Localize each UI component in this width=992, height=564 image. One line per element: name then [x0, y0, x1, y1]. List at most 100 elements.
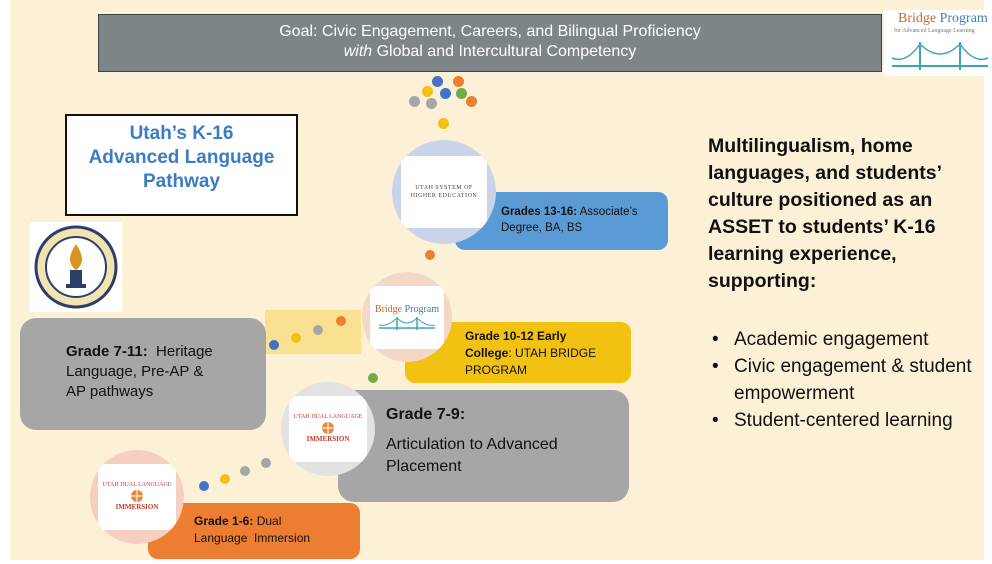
path-dot: [336, 316, 346, 326]
dual-immersion-logo-circle-2: UTAH DUAL LANGUAGE IMMERSION: [281, 382, 375, 476]
globe-icon: [130, 489, 143, 502]
grade-7-9-box: Grade 7-9: Articulation to Advanced Plac…: [338, 390, 629, 502]
higher-education-logo-line-2: HIGHER EDUCATION: [410, 192, 478, 199]
asset-heading-line: learning experience,: [708, 243, 897, 265]
pathway-title-box: Utah’s K-16 Advanced Language Pathway: [65, 114, 298, 216]
dual-immersion-logo-2: UTAH DUAL LANGUAGE IMMERSION: [289, 396, 367, 462]
grade-7-11-text-1: Heritage: [147, 343, 213, 360]
grade-1-6-text-1: Dual: [253, 514, 282, 528]
path-dot: [291, 333, 301, 343]
asset-heading-line: culture positioned as an: [708, 189, 933, 211]
goal-line-2-em: with: [343, 43, 373, 60]
path-dot: [199, 481, 209, 491]
grade-1-6-line-2: Language Immersion: [194, 531, 311, 545]
path-dot: [466, 96, 477, 107]
goal-line-2-rest: Global and Intercultural Competency: [372, 43, 637, 60]
path-dot: [422, 86, 433, 97]
grade-1-6-line-1: Grade 1-6: Dual: [194, 513, 360, 530]
path-dot: [240, 466, 250, 476]
path-dot: [261, 458, 271, 468]
spacer: [386, 426, 629, 434]
bullet: •: [712, 410, 719, 431]
asset-heading-line: Multilingualism, home: [708, 135, 913, 157]
grade-13-16-line-1: Grades 13-16: Associate’s: [501, 204, 668, 220]
goal-banner: Goal: Civic Engagement, Careers, and Bil…: [98, 14, 882, 72]
bridge-word-small: Bridge: [374, 303, 403, 315]
bridge-icon: [378, 316, 435, 330]
grade-13-16-line-2: Degree, BA, BS: [501, 222, 583, 234]
asset-heading-line: ASSET to students’ K-16: [708, 216, 936, 238]
higher-education-logo-line-1: UTAH SYSTEM OF: [415, 184, 473, 191]
path-dot: [426, 98, 437, 109]
dual-immersion-logo-2-line-2: IMMERSION: [306, 434, 350, 443]
bridge-program-logo-title: Bridge Program: [898, 11, 988, 27]
asset-heading-line: languages, and students’: [708, 162, 943, 184]
grade-10-12-label: Grade 10-12 Early: [465, 329, 567, 343]
bullet: •: [712, 356, 719, 377]
higher-education-logo-circle: UTAH SYSTEM OF HIGHER EDUCATION: [392, 140, 496, 244]
path-dot: [432, 76, 443, 87]
goal-line-1: Goal: Civic Engagement, Careers, and Bil…: [279, 23, 701, 40]
grade-7-9-line-3: Placement: [386, 458, 462, 475]
grade-10-12-line-2: College: UTAH BRIDGE: [465, 345, 631, 362]
slide: Goal: Civic Engagement, Careers, and Bil…: [10, 0, 992, 560]
bridge-program-logo-subtitle: for Advanced Language Learning: [894, 28, 975, 34]
path-dot: [453, 76, 464, 87]
grade-7-11-line-1: Grade 7-11: Heritage: [66, 342, 266, 362]
title-line-2: Advanced Language: [88, 147, 275, 168]
grade-13-16-label: Grades 13-16:: [501, 206, 578, 218]
bridge-program-small-title: Bridge Program: [375, 304, 439, 315]
grade-7-11-box: Grade 7-11: Heritage Language, Pre-AP & …: [20, 318, 266, 430]
bullet: •: [712, 329, 719, 350]
path-dot: [438, 118, 449, 129]
bridge-program-small-logo: Bridge Program: [370, 285, 444, 349]
path-dot: [368, 373, 378, 383]
path-dot: [440, 88, 451, 99]
globe-icon: [321, 421, 334, 434]
grade-10-12-college: College: [465, 346, 509, 360]
grade-7-9-line-2: Articulation to Advanced: [386, 436, 558, 453]
program-word: Program: [936, 11, 988, 26]
goal-line-2: with Global and Intercultural Competency: [99, 42, 881, 62]
utah-state-board-seal-icon: [34, 225, 118, 309]
asset-heading-line: supporting:: [708, 270, 817, 292]
grade-7-9-line-1: Grade 7-9:: [386, 404, 629, 426]
supporting-list: • Academic engagement • Civic engagement &…: [708, 326, 988, 434]
path-dot: [220, 474, 230, 484]
dual-immersion-logo-2-line-1: UTAH DUAL LANGUAGE: [293, 413, 363, 420]
grade-1-6-box: Grade 1-6: Dual Language Immersion: [148, 503, 360, 559]
grade-1-6-label: Grade 1-6:: [194, 514, 254, 528]
grade-13-16-text-1: Associate’s: [577, 206, 638, 218]
utah-state-board-seal: [30, 222, 122, 312]
title-line-1: Utah’s K-16: [129, 123, 234, 144]
list-item: • Student-centered learning: [708, 407, 988, 434]
list-item: • Academic engagement: [708, 326, 988, 353]
grade-7-11-line-3: AP pathways: [66, 383, 154, 400]
path-dot: [269, 340, 279, 350]
bridge-program-logo-circle: Bridge Program: [362, 272, 452, 362]
list-item-text: Student-centered learning: [734, 410, 953, 431]
path-dot: [409, 96, 420, 107]
list-item-text: Academic engagement: [734, 329, 929, 350]
grade-10-12-line-3: PROGRAM: [465, 363, 528, 377]
asset-heading: Multilingualism, home languages, and stu…: [708, 133, 988, 295]
bridge-word: Bridge: [898, 11, 937, 26]
higher-education-logo: UTAH SYSTEM OF HIGHER EDUCATION: [401, 155, 487, 229]
grade-7-11-line-2: Language, Pre-AP &: [66, 363, 204, 380]
list-item-text: Civic engagement & student empowerment: [734, 356, 972, 404]
dual-immersion-logo-1-line-2: IMMERSION: [115, 502, 159, 511]
dual-immersion-logo-circle-1: UTAH DUAL LANGUAGE IMMERSION: [90, 450, 184, 544]
bridge-icon: [891, 42, 989, 70]
grade-10-12-line-1: Grade 10-12 Early: [465, 328, 631, 345]
path-dot: [425, 250, 435, 260]
grade-7-9-label: Grade 7-9:: [386, 406, 466, 423]
dual-immersion-logo-1: UTAH DUAL LANGUAGE IMMERSION: [98, 464, 176, 530]
path-dot: [313, 325, 323, 335]
program-word-small: Program: [402, 303, 440, 315]
list-item: • Civic engagement & student empowerment: [708, 353, 988, 407]
grade-7-11-label: Grade 7-11:: [66, 343, 148, 360]
title-line-3: Pathway: [142, 171, 221, 192]
path-dot: [456, 88, 467, 99]
grade-10-12-text-1: : UTAH BRIDGE: [508, 346, 597, 360]
bridge-program-logo: Bridge Program for Advanced Language Lea…: [884, 10, 992, 76]
